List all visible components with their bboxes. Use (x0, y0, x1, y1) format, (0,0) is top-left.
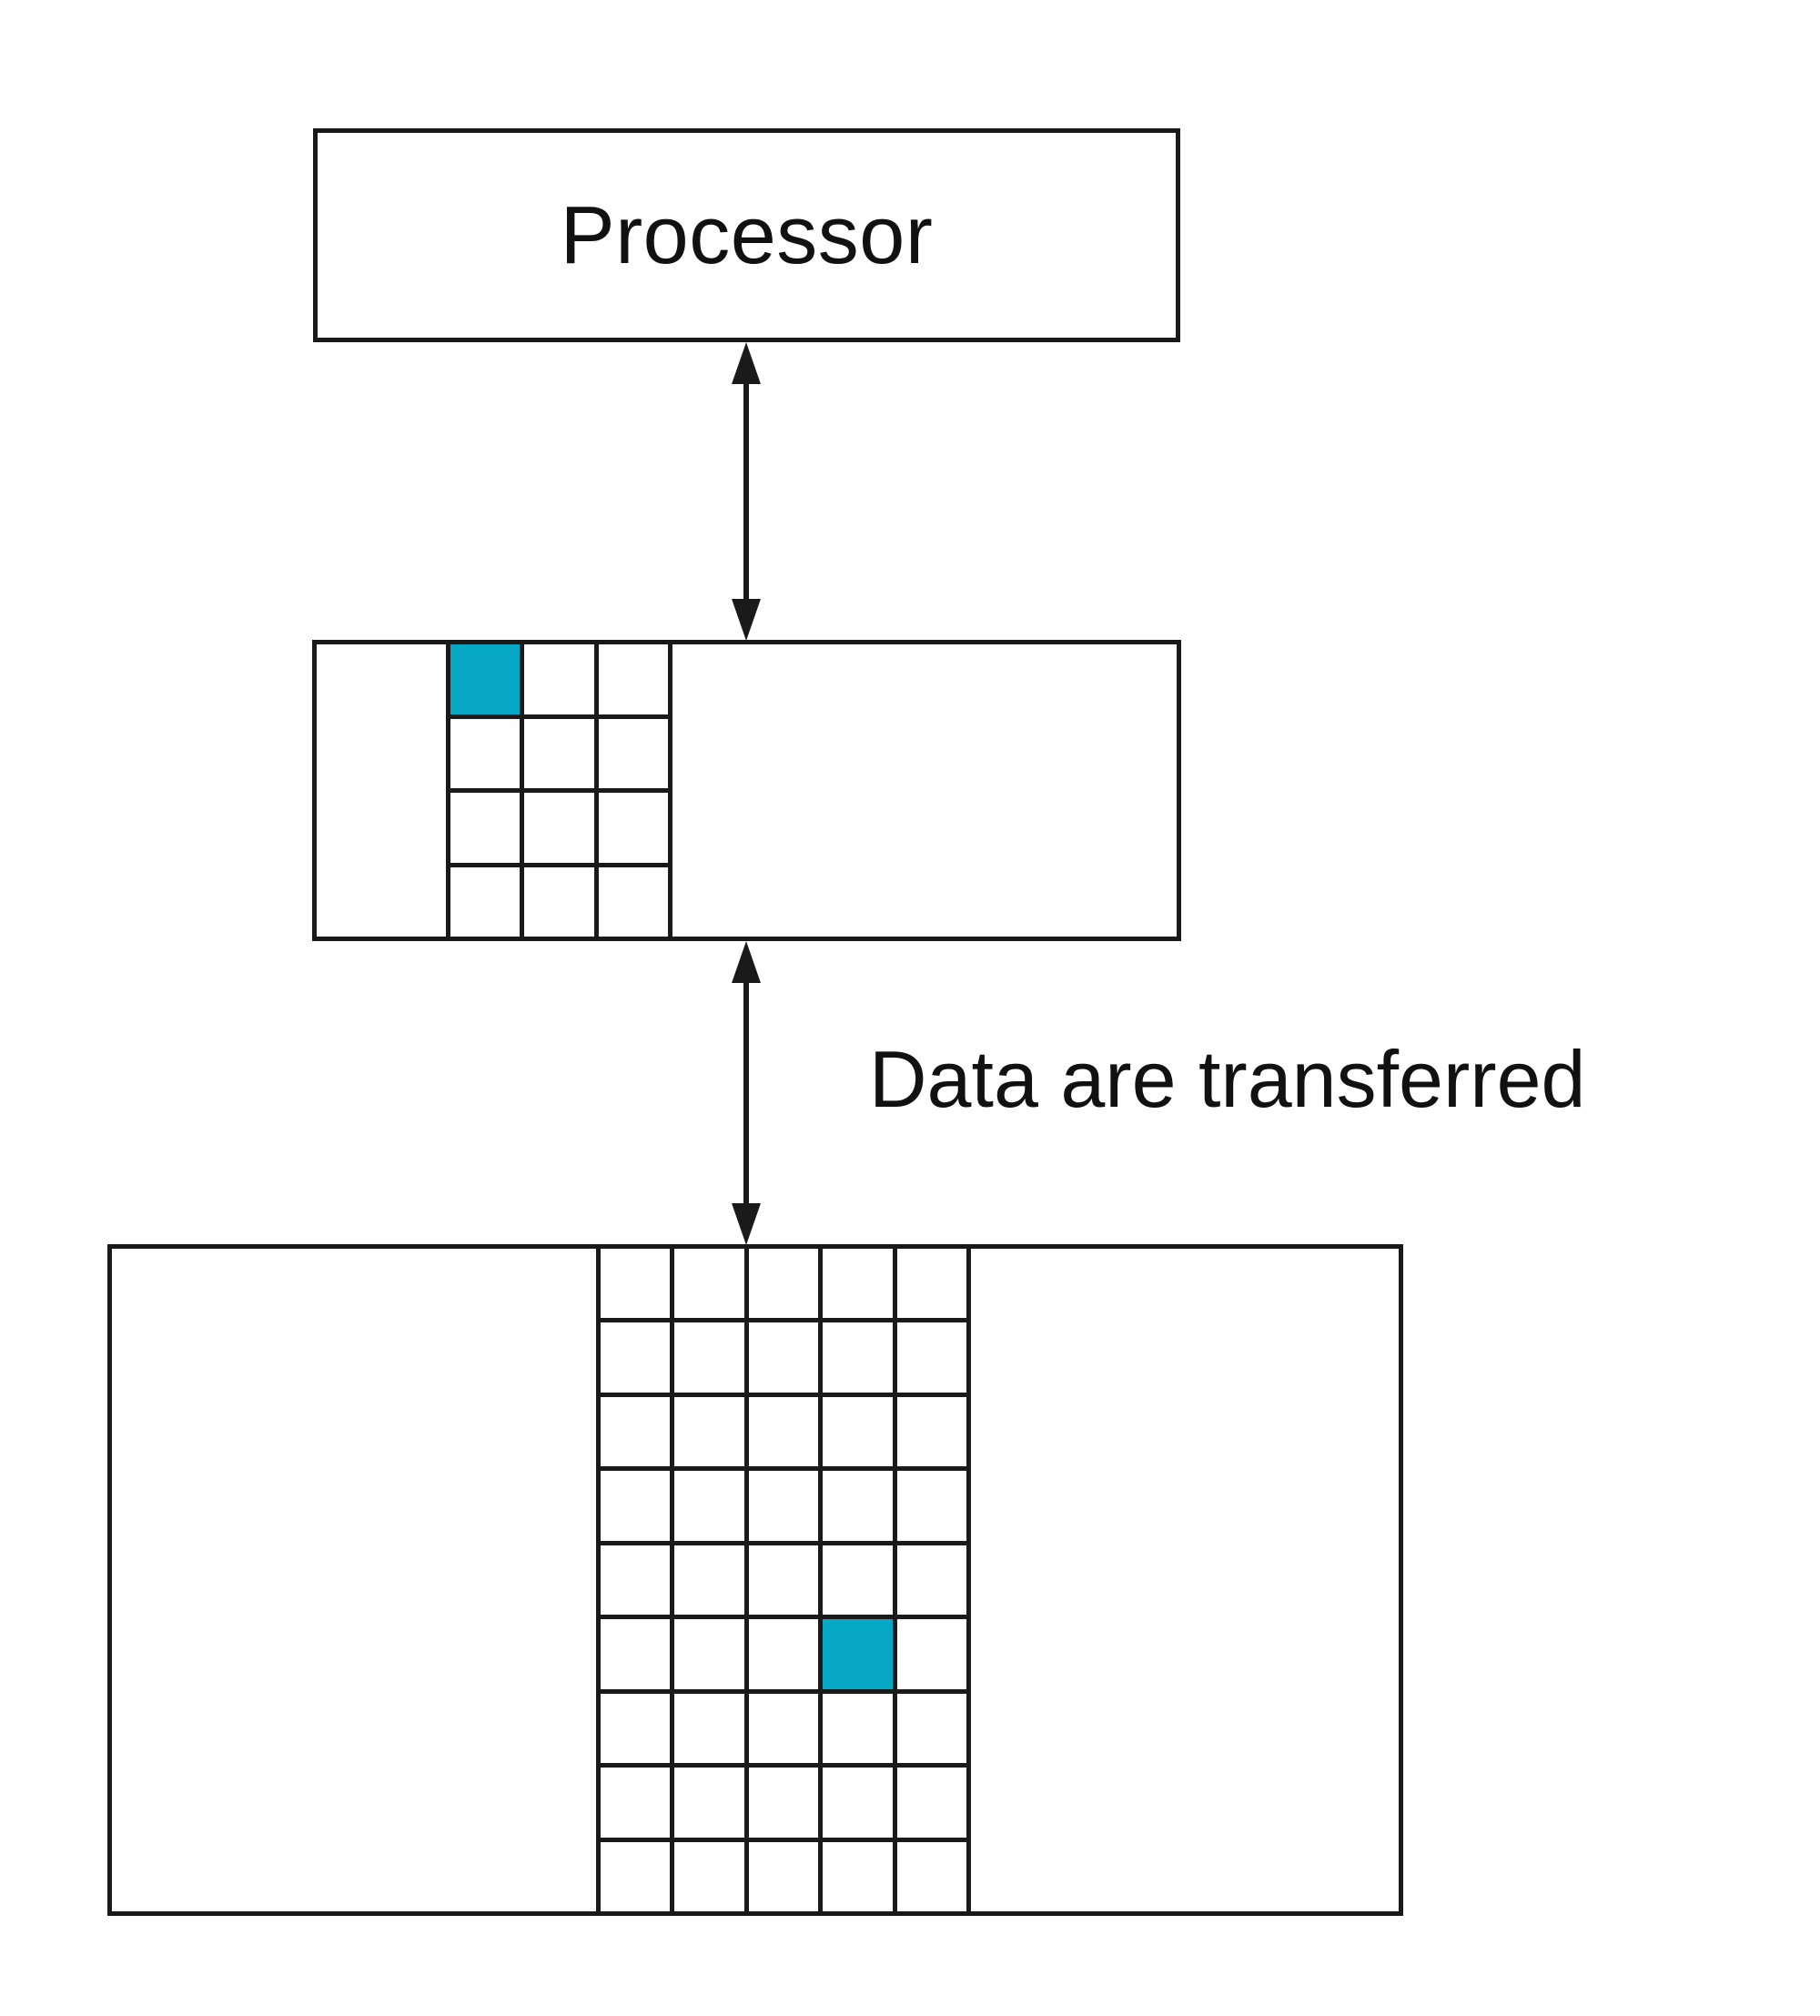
cache-cell-r1c1 (450, 644, 525, 719)
memory-cell-r1c5 (896, 1249, 971, 1323)
memory-cell-r2c5 (896, 1322, 971, 1397)
cache-cell-r3c1 (450, 793, 525, 867)
memory-cell-r7c1 (601, 1693, 675, 1768)
memory-cell-r9c3 (748, 1841, 824, 1916)
memory-cell-r3c5 (896, 1396, 971, 1472)
cache-cell-r1c3 (598, 644, 672, 719)
memory-cell-r5c1 (601, 1545, 675, 1620)
memory-cell-r8c1 (601, 1768, 675, 1842)
data-transfer-caption: Data are transferred (869, 1034, 1586, 1124)
memory-cell-r4c3 (748, 1471, 824, 1545)
memory-cell-r3c3 (748, 1396, 824, 1472)
memory-cell-r1c4 (823, 1249, 897, 1323)
cache-cell-r1c2 (524, 644, 599, 719)
memory-cell-r8c3 (748, 1768, 824, 1842)
cache-cell-r4c1 (450, 866, 525, 941)
memory-grid (596, 1244, 971, 1916)
memory-cell-r3c2 (674, 1396, 749, 1472)
memory-cell-r8c2 (674, 1768, 749, 1842)
bidirectional-arrow-icon (732, 941, 761, 1245)
memory-cell-r3c1 (601, 1396, 675, 1472)
cache-box (312, 640, 1181, 941)
memory-cell-r1c2 (674, 1249, 749, 1323)
memory-cell-r9c1 (601, 1841, 675, 1916)
cache-cell-r4c2 (524, 866, 599, 941)
memory-cell-r7c5 (896, 1693, 971, 1768)
cache-grid (446, 640, 672, 941)
memory-cell-r1c1 (601, 1249, 675, 1323)
cache-cell-r2c2 (524, 718, 599, 793)
bidirectional-arrow-icon (732, 342, 761, 641)
memory-cell-r6c3 (748, 1619, 824, 1694)
memory-cell-r7c3 (748, 1693, 824, 1768)
memory-cell-r2c1 (601, 1322, 675, 1397)
memory-cell-r4c5 (896, 1471, 971, 1545)
cache-memory-arrow (701, 941, 792, 1245)
memory-cell-r6c5 (896, 1619, 971, 1694)
memory-cell-r2c4 (823, 1322, 897, 1397)
memory-cell-r8c4 (823, 1768, 897, 1842)
memory-cell-r1c3 (748, 1249, 824, 1323)
memory-cell-r4c2 (674, 1471, 749, 1545)
memory-cell-r5c4 (823, 1545, 897, 1620)
memory-cell-r6c1 (601, 1619, 675, 1694)
memory-cell-r9c2 (674, 1841, 749, 1916)
memory-cell-r4c1 (601, 1471, 675, 1545)
memory-cell-r6c2 (674, 1619, 749, 1694)
memory-cell-r2c2 (674, 1322, 749, 1397)
memory-cell-r5c5 (896, 1545, 971, 1620)
memory-cell-r5c2 (674, 1545, 749, 1620)
cache-cell-r4c3 (598, 866, 672, 941)
cache-cell-r3c3 (598, 793, 672, 867)
memory-cell-r9c5 (896, 1841, 971, 1916)
memory-cell-r7c4 (823, 1693, 897, 1768)
processor-label: Processor (560, 189, 934, 281)
processor-cache-arrow (701, 342, 792, 641)
memory-cell-r5c3 (748, 1545, 824, 1620)
cache-cell-r2c1 (450, 718, 525, 793)
memory-cell-r4c4 (823, 1471, 897, 1545)
cache-cell-r2c3 (598, 718, 672, 793)
memory-cell-r9c4 (823, 1841, 897, 1916)
memory-cell-r7c2 (674, 1693, 749, 1768)
memory-cell-r8c5 (896, 1768, 971, 1842)
cache-cell-r3c2 (524, 793, 599, 867)
memory-cell-r2c3 (748, 1322, 824, 1397)
memory-cell-r3c4 (823, 1396, 897, 1472)
memory-cell-r6c4 (823, 1619, 897, 1694)
processor-box: Processor (313, 128, 1180, 342)
